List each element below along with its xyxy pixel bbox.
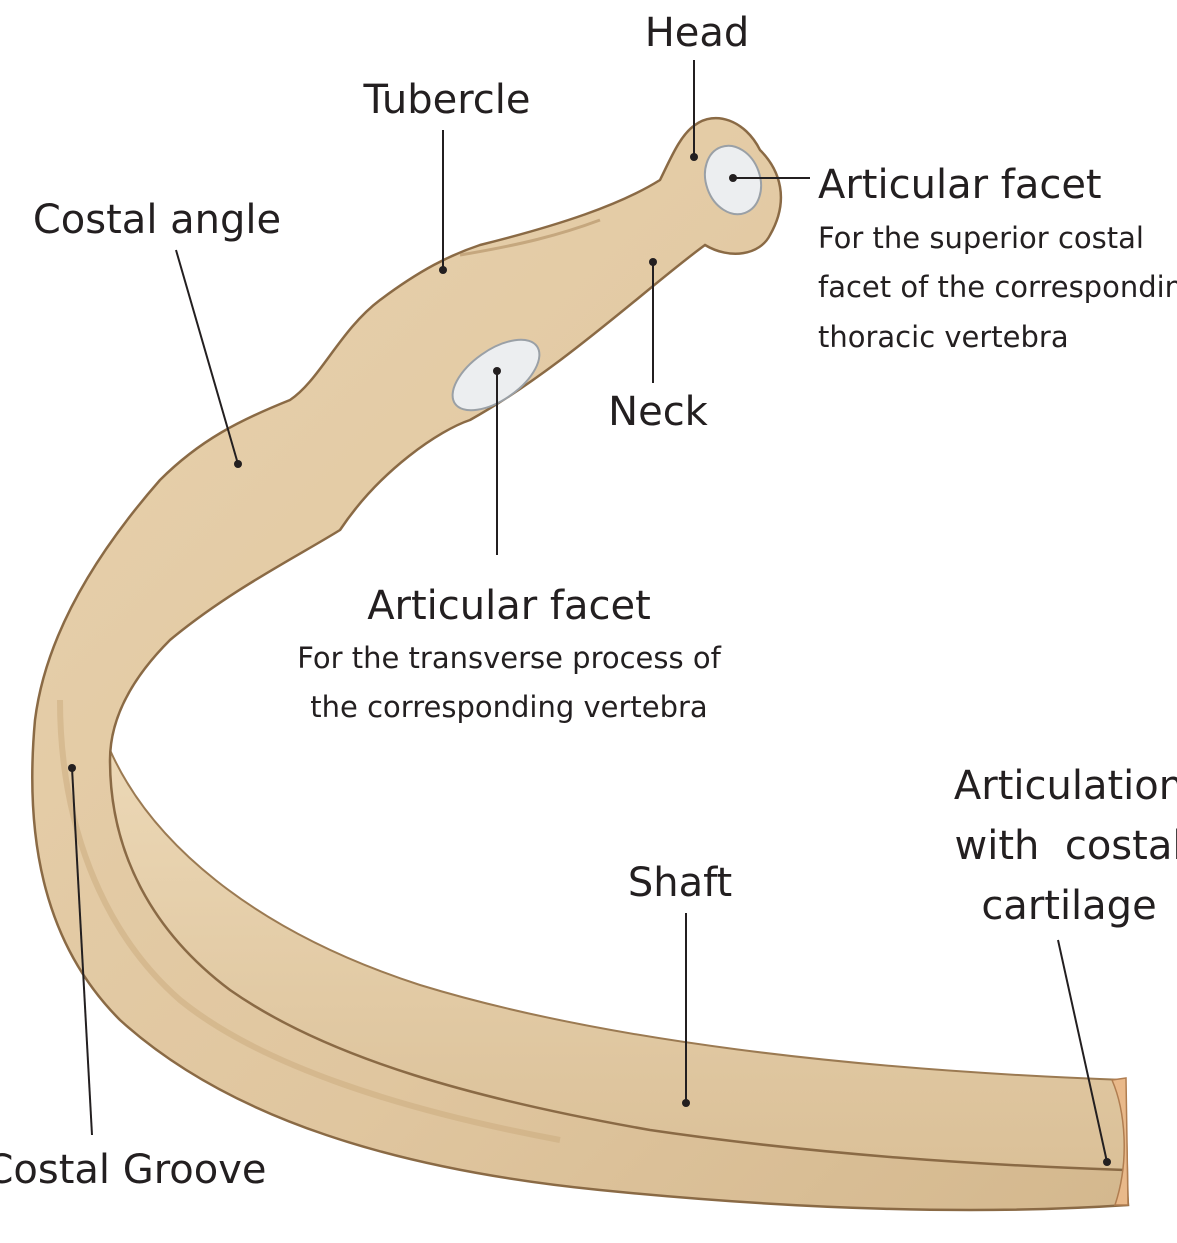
- label-costal-angle: Costal angle: [33, 197, 281, 243]
- label-tubercle-facet-title: Articular facet: [367, 583, 651, 629]
- label-articulation-line-1: Articulation: [954, 763, 1177, 809]
- label-costal-groove: Costal Groove: [0, 1147, 267, 1193]
- leader-costal-groove-dot: [68, 764, 76, 772]
- label-head-facet-desc-1: For the superior costal: [818, 221, 1144, 255]
- leader-head-dot: [690, 153, 698, 161]
- label-head: Head: [645, 10, 750, 56]
- leader-articulation-dot: [1103, 1158, 1111, 1166]
- leader-tubercle-dot: [439, 266, 447, 274]
- label-head-facet-desc-2: facet of the corresponding: [818, 270, 1177, 304]
- label-tubercle: Tubercle: [363, 77, 531, 123]
- leader-costal-angle-dot: [234, 460, 242, 468]
- label-tubercle-facet-desc-2: the corresponding vertebra: [310, 690, 707, 724]
- leader-costal-angle: [176, 250, 238, 464]
- label-tubercle-facet-desc-1: For the transverse process of: [297, 641, 721, 675]
- label-articulation-line-2: with costal: [955, 823, 1177, 869]
- label-head-facet-title: Articular facet: [818, 162, 1102, 208]
- label-shaft: Shaft: [628, 860, 732, 906]
- leader-shaft-dot: [682, 1099, 690, 1107]
- leader-head-facet-dot: [729, 174, 737, 182]
- label-articulation-line-3: cartilage: [981, 883, 1156, 929]
- leader-neck-dot: [649, 258, 657, 266]
- leader-tubercle-facet-dot: [493, 367, 501, 375]
- label-neck: Neck: [608, 389, 709, 435]
- label-head-facet-desc-3: thoracic vertebra: [818, 320, 1069, 354]
